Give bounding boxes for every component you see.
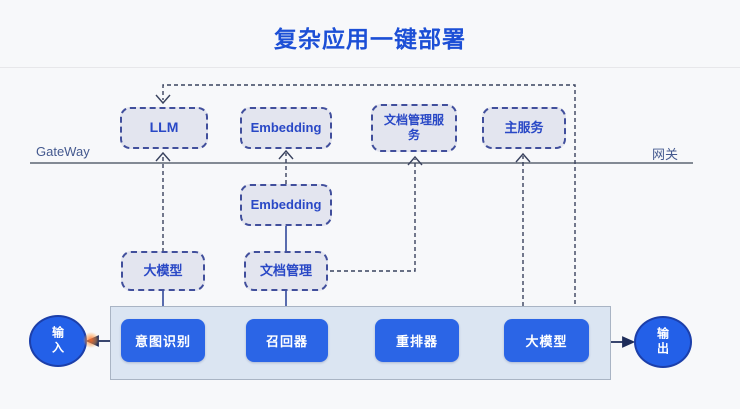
service-node-doc-mgmt: 文档管理 bbox=[244, 251, 328, 291]
pipeline-step-reranker: 重排器 bbox=[375, 319, 459, 362]
title-divider bbox=[0, 67, 740, 68]
input-node: 输入 bbox=[29, 315, 87, 367]
output-node: 输出 bbox=[634, 316, 692, 368]
cursor-glow bbox=[83, 332, 99, 348]
docmgmt-to-docservice-connector bbox=[330, 155, 423, 272]
intent-label: 意图识别 bbox=[134, 334, 191, 349]
page-title: 复杂应用一键部署 bbox=[274, 26, 466, 52]
service-node-model-upper: 大模型 bbox=[121, 251, 205, 291]
reranker-label: 重排器 bbox=[395, 334, 438, 349]
doc-service-label: 文档管理服务 bbox=[383, 113, 444, 142]
embedding-top-label: Embedding bbox=[250, 119, 322, 135]
service-node-embedding-mid: Embedding bbox=[240, 184, 332, 226]
pipeline-step-model: 大模型 bbox=[504, 319, 589, 362]
pipeline-step-recaller: 召回器 bbox=[246, 319, 328, 362]
gateway-label-right: 网关 bbox=[652, 147, 679, 162]
service-node-embedding-top: Embedding bbox=[240, 107, 332, 149]
model-to-llm-up-connector bbox=[155, 151, 171, 252]
gateway-label-left: GateWay bbox=[36, 144, 90, 159]
pipeline-to-mainservice-connector bbox=[515, 152, 531, 306]
main-service-label: 主服务 bbox=[504, 119, 544, 135]
llm-label: LLM bbox=[149, 119, 179, 136]
embedding-up-connector bbox=[278, 149, 294, 184]
doc-mgmt-label: 文档管理 bbox=[259, 262, 312, 278]
service-node-main-service: 主服务 bbox=[482, 107, 566, 149]
service-node-doc-service: 文档管理服务 bbox=[371, 104, 457, 152]
output-label: 输出 bbox=[655, 327, 670, 357]
model-step-label: 大模型 bbox=[525, 334, 568, 349]
pipeline-step-intent: 意图识别 bbox=[121, 319, 205, 362]
service-node-llm: LLM bbox=[120, 107, 208, 149]
loop-model-to-llm-connector bbox=[155, 84, 576, 318]
embedding-mid-label: Embedding bbox=[250, 196, 322, 212]
recaller-label: 召回器 bbox=[265, 334, 308, 349]
model-upper-label: 大模型 bbox=[143, 262, 183, 278]
input-label: 输入 bbox=[50, 326, 65, 356]
